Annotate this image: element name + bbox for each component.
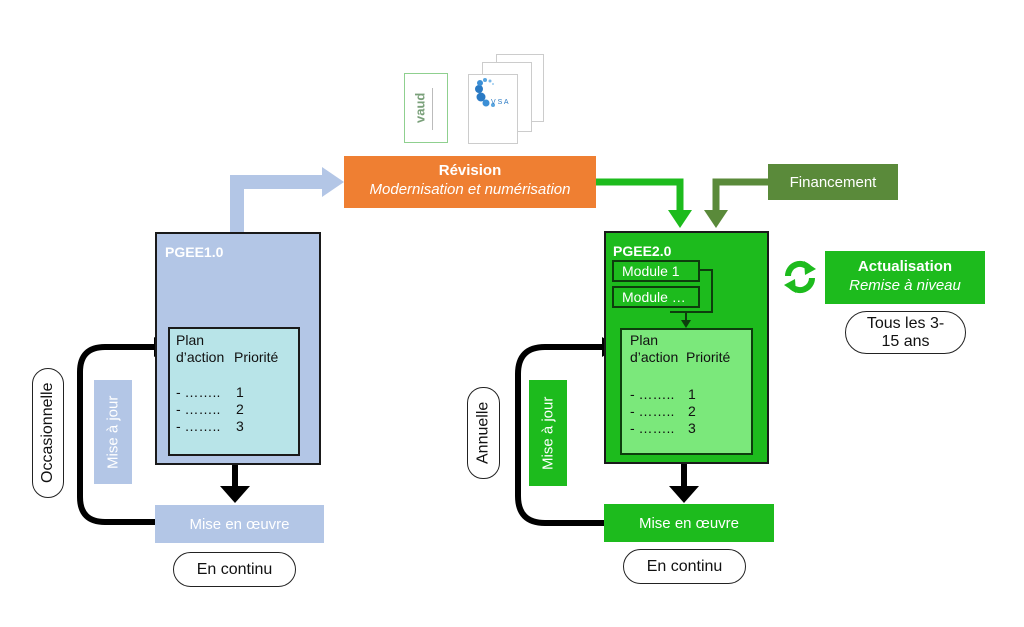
right-down-arrowhead <box>669 486 699 503</box>
pgee1-to-revision-arrowhead <box>322 167 344 197</box>
left-update-loop <box>77 344 156 525</box>
right-frequency-pill: Annuelle <box>467 387 500 479</box>
financement-box: Financement <box>768 164 898 200</box>
right-implementation-box: Mise en œuvre <box>604 504 774 542</box>
pgee2-title: PGEE2.0 <box>613 243 672 259</box>
plan-row-item: - …….. <box>630 403 675 419</box>
actualisation-title: Actualisation <box>857 258 953 275</box>
plan-row-priority: 2 <box>236 401 244 417</box>
plan-row-item: - …….. <box>630 420 675 436</box>
pgee1-title: PGEE1.0 <box>165 244 224 260</box>
vsa-logo-text: V S A <box>491 99 509 106</box>
plan-row-item: - …….. <box>176 401 221 417</box>
vsa-logo-stack: V S A <box>466 54 548 146</box>
revision-to-pgee2-arrow <box>596 178 684 212</box>
module-1: Module 1 <box>612 260 700 282</box>
plan-label-line1: Plan <box>630 332 659 348</box>
plan-label-line1: Plan <box>176 332 205 348</box>
plan-label-line2: d’action <box>176 349 225 365</box>
financement-to-pgee2-arrowhead <box>704 210 728 228</box>
actualisation-box: Actualisation Remise à niveau <box>825 251 985 304</box>
plan-row-priority: 2 <box>688 403 696 419</box>
vsa-icon <box>475 78 495 107</box>
plan-row-item: - …….. <box>630 386 675 402</box>
revision-subtitle: Modernisation et numérisation <box>369 181 571 198</box>
right-update-loop <box>515 344 606 526</box>
actualisation-frequency-pill: Tous les 3- 15 ans <box>845 311 966 354</box>
refresh-icon <box>784 260 816 294</box>
right-continuous-pill: En continu <box>623 549 746 584</box>
plan-row-priority: 3 <box>688 420 696 436</box>
plan-row-item: - …….. <box>176 418 221 434</box>
left-continuous-pill: En continu <box>173 552 296 587</box>
left-down-arrowhead <box>220 486 250 503</box>
actualisation-subtitle: Remise à niveau <box>849 277 961 294</box>
financement-to-pgee2-arrow <box>712 178 768 212</box>
financement-label: Financement <box>789 173 877 191</box>
revision-box: Révision Modernisation et numérisation <box>344 156 596 208</box>
revision-title: Révision <box>438 162 502 179</box>
left-update-label: Mise à jour <box>94 380 132 484</box>
left-frequency-pill: Occasionnelle <box>32 368 64 498</box>
plan-row-priority: 1 <box>688 386 696 402</box>
pgee1-to-revision-arrow <box>230 175 325 232</box>
right-update-label: Mise à jour <box>529 380 567 486</box>
priority-label: Priorité <box>234 349 279 365</box>
plan-row-item: - …….. <box>176 384 221 400</box>
plan-label-line2: d’action <box>630 349 679 365</box>
plan-row-priority: 3 <box>236 418 244 434</box>
revision-to-pgee2-arrowhead <box>668 210 692 228</box>
pgee2-action-plan: Plan d’action Priorité - …….. 1 - …….. 2… <box>620 328 753 455</box>
priority-label: Priorité <box>686 349 731 365</box>
module-other: Module … <box>612 286 700 308</box>
left-implementation-box: Mise en œuvre <box>155 505 324 543</box>
vaud-logo: vaud <box>404 73 448 143</box>
plan-row-priority: 1 <box>236 384 244 400</box>
pgee1-action-plan: Plan d’action Priorité - …….. 1 - …….. 2… <box>168 327 300 456</box>
